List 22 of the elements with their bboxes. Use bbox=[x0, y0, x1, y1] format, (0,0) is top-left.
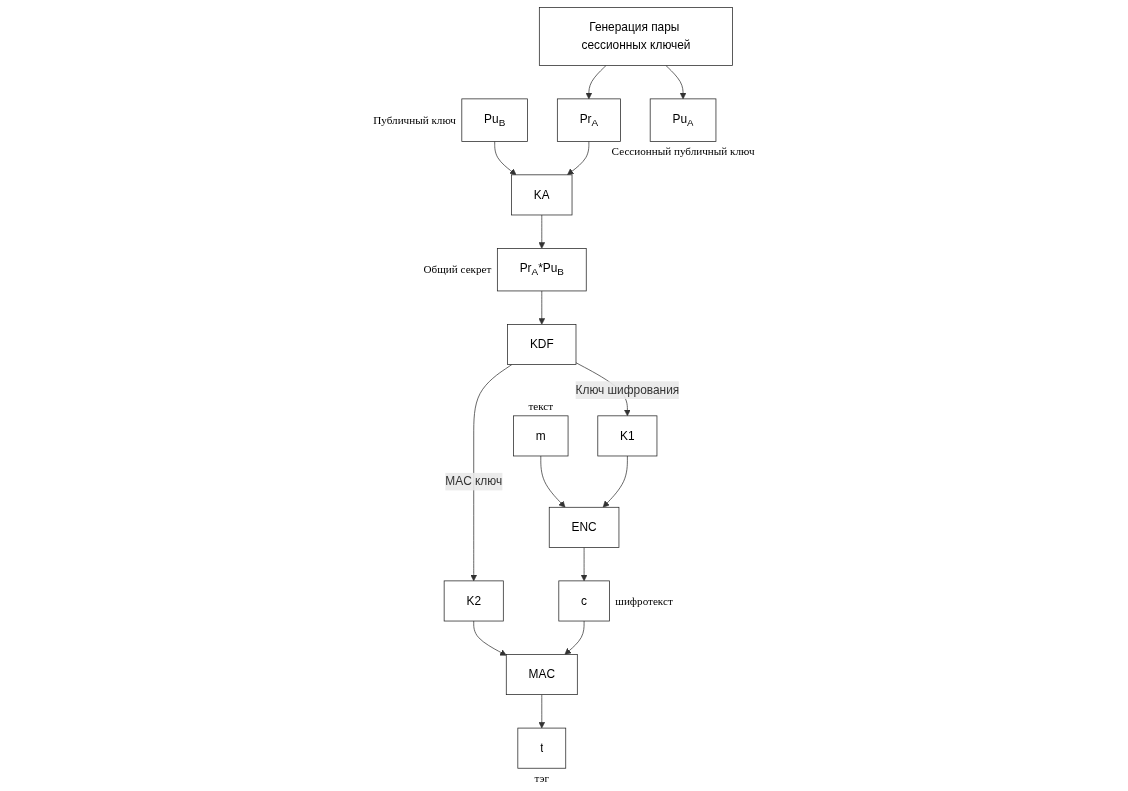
node-box: c bbox=[558, 580, 610, 622]
node-box: K1 bbox=[597, 415, 658, 457]
caption-text: Публичный ключ bbox=[373, 113, 456, 126]
node-box: ENC bbox=[548, 506, 620, 548]
node-box: KA bbox=[511, 174, 573, 216]
node-box: K2 bbox=[443, 580, 504, 622]
node-box: MAC bbox=[505, 654, 578, 695]
caption-text: текст bbox=[528, 399, 554, 412]
caption-text: шифротекст bbox=[615, 594, 673, 607]
node-box: Pr$_{A}$*Pu$_{B}$ bbox=[496, 248, 587, 292]
node-box: t bbox=[517, 727, 567, 769]
caption-text: тэг bbox=[534, 771, 550, 784]
node-box: KDF bbox=[507, 324, 577, 365]
edge-label: Ключ шифрования bbox=[575, 383, 680, 397]
node-box: Pr$_{A}$ bbox=[556, 98, 621, 142]
node-box: m bbox=[513, 415, 569, 457]
edge-label: MAC ключ bbox=[445, 474, 503, 488]
caption-text: Общий секрет bbox=[423, 263, 492, 276]
node-box: Pu$_{A}$ bbox=[649, 98, 717, 142]
node-box: Pu$_{B}$ bbox=[461, 98, 528, 142]
caption-text: Сессионный публичный ключ bbox=[611, 144, 755, 157]
node-box: Генерация пары сессионных ключей bbox=[538, 7, 733, 66]
